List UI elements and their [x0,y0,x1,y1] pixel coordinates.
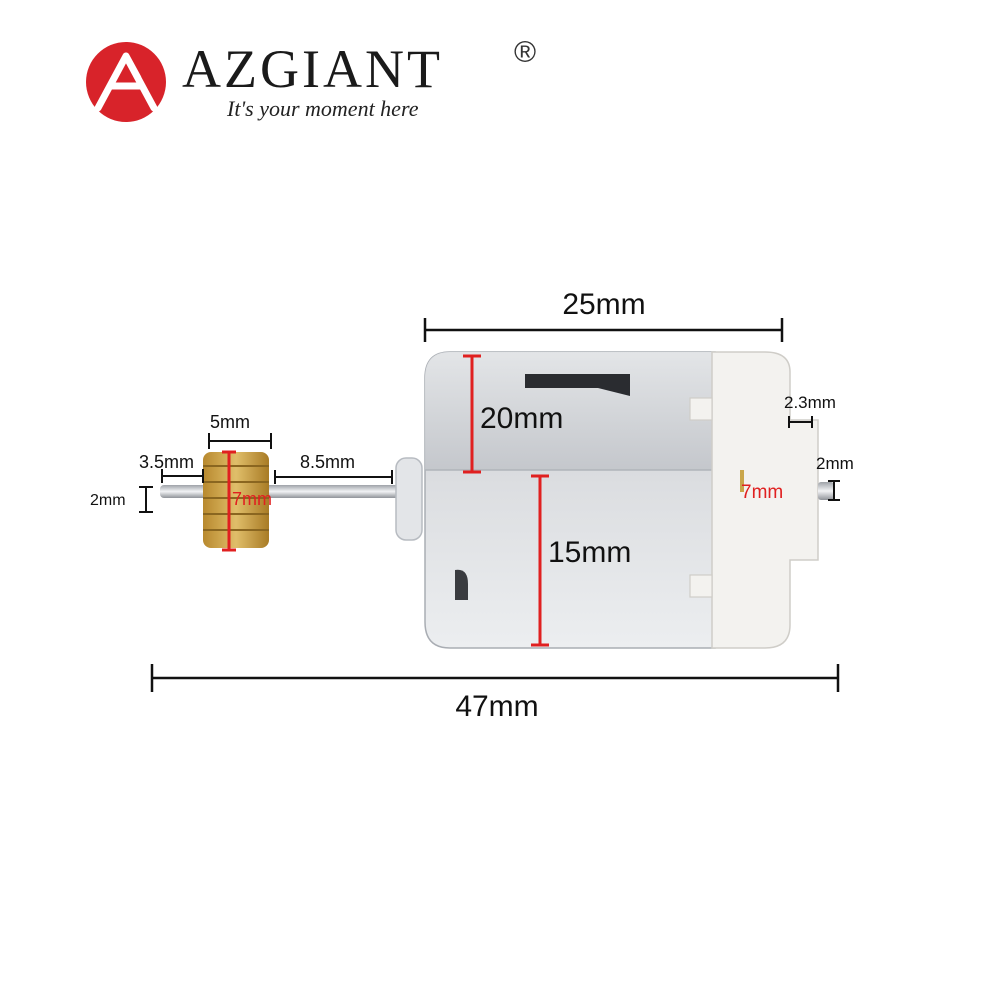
label-upper-height: 20mm [480,402,563,435]
label-shaft-exposed: 8.5mm [300,452,355,472]
label-gear-length: 5mm [210,412,250,432]
brand-a-circle-icon [86,42,166,122]
motor-illustration [160,351,834,649]
label-body-length: 25mm [562,288,645,321]
label-lower-height: 15mm [548,536,631,569]
brand-header: AZGIANT ® It's your moment here [82,38,562,128]
label-gear-diameter: 7mm [232,489,272,509]
pinion-gear [203,452,269,548]
rear-shaft [818,482,834,500]
label-rear-shaft-diameter: 2mm [816,454,854,473]
vent-slot-top [525,374,630,396]
label-shaft-tip: 3.5mm [139,452,194,472]
brand-name: AZGIANT [182,39,443,99]
front-bearing-boss [395,457,423,541]
label-rear-boss-diameter: 7mm [741,482,783,503]
label-shaft-diameter: 2mm [90,492,126,509]
rear-end-cap [689,351,819,649]
front-shaft [160,485,405,498]
brand-slogan: It's your moment here [227,96,419,121]
registered-mark: ® [514,36,537,69]
dimension-lines [139,318,840,692]
label-rear-shaft-length: 2.3mm [784,393,836,412]
highlight-dimension-lines [222,354,549,647]
vent-slot-bottom [455,569,468,600]
motor-can [424,351,716,649]
label-total-length: 47mm [455,690,538,723]
